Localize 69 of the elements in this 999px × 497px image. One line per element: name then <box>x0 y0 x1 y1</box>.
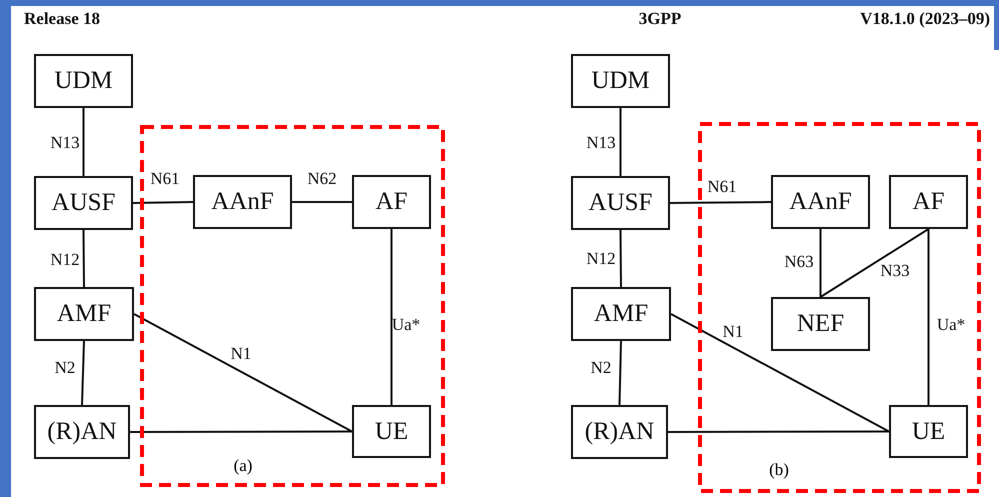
connector-line <box>820 229 822 297</box>
connector-line <box>134 313 352 432</box>
connector-line <box>390 229 392 405</box>
connector-line <box>670 201 772 204</box>
connector-line <box>670 313 890 432</box>
edge-label: N1 <box>230 344 252 364</box>
connector-line <box>928 229 930 405</box>
node-label: UDM <box>54 67 113 95</box>
header-text: Release 18 <box>24 9 100 29</box>
node-label: AF <box>376 188 408 216</box>
function-box <box>571 176 670 230</box>
function-box <box>571 54 670 108</box>
connector-line <box>82 108 84 176</box>
function-box <box>571 405 668 459</box>
node-label: UE <box>912 418 946 446</box>
edge-label: N12 <box>50 250 80 270</box>
function-box <box>352 175 431 229</box>
node-label: AMF <box>594 300 648 328</box>
node-label: AMF <box>56 300 112 328</box>
node-label: (R)AN <box>47 418 117 446</box>
edge-label: Ua* <box>392 315 420 335</box>
connector-line <box>618 340 622 406</box>
dashed-boundary <box>140 125 445 487</box>
connector-line <box>620 108 622 176</box>
connector-line <box>132 201 194 204</box>
edge-label: N33 <box>880 261 910 281</box>
node-label: AAnF <box>211 188 274 216</box>
edge-label: N13 <box>586 133 616 153</box>
node-label: AAnF <box>789 188 852 216</box>
connector-line <box>81 340 85 406</box>
edge-label: N62 <box>307 169 337 189</box>
edge-label: N2 <box>54 358 76 378</box>
connector-line <box>130 430 352 433</box>
function-box <box>34 287 134 341</box>
node-label: (R)AN <box>584 418 654 446</box>
function-box <box>889 175 968 229</box>
node-label: UDM <box>591 67 650 95</box>
edge-label: Ua* <box>936 315 966 335</box>
function-box <box>889 405 968 458</box>
panel-caption: (b) <box>769 460 789 480</box>
node-label: NEF <box>796 310 844 338</box>
function-box <box>771 297 870 351</box>
function-box <box>34 54 133 108</box>
dashed-boundary <box>698 122 981 493</box>
header-text: V18.1.0 (2023–09) <box>860 9 990 29</box>
node-label: AUSF <box>52 189 116 217</box>
edge-label: N1 <box>722 322 744 342</box>
connector-line <box>668 430 889 433</box>
edge-label: N12 <box>586 249 616 269</box>
edge-label: N13 <box>50 133 80 153</box>
connector-line <box>292 201 352 203</box>
function-box <box>34 405 130 459</box>
edge-label: N63 <box>784 252 814 272</box>
edge-label: N2 <box>590 358 612 378</box>
node-label: UE <box>374 418 408 446</box>
function-box <box>571 287 671 341</box>
function-box <box>34 176 133 230</box>
function-box <box>771 175 870 229</box>
edge-label: N61 <box>150 169 180 189</box>
edge-label: N61 <box>707 177 737 197</box>
function-box <box>352 405 431 458</box>
node-label: AF <box>912 188 944 216</box>
node-label: AUSF <box>588 189 652 217</box>
connector-line <box>820 228 930 298</box>
header-text: 3GPP <box>638 9 682 29</box>
panel-caption: (a) <box>234 456 252 476</box>
connector-line <box>620 230 622 288</box>
connector-line <box>82 230 85 288</box>
function-box <box>193 175 292 229</box>
